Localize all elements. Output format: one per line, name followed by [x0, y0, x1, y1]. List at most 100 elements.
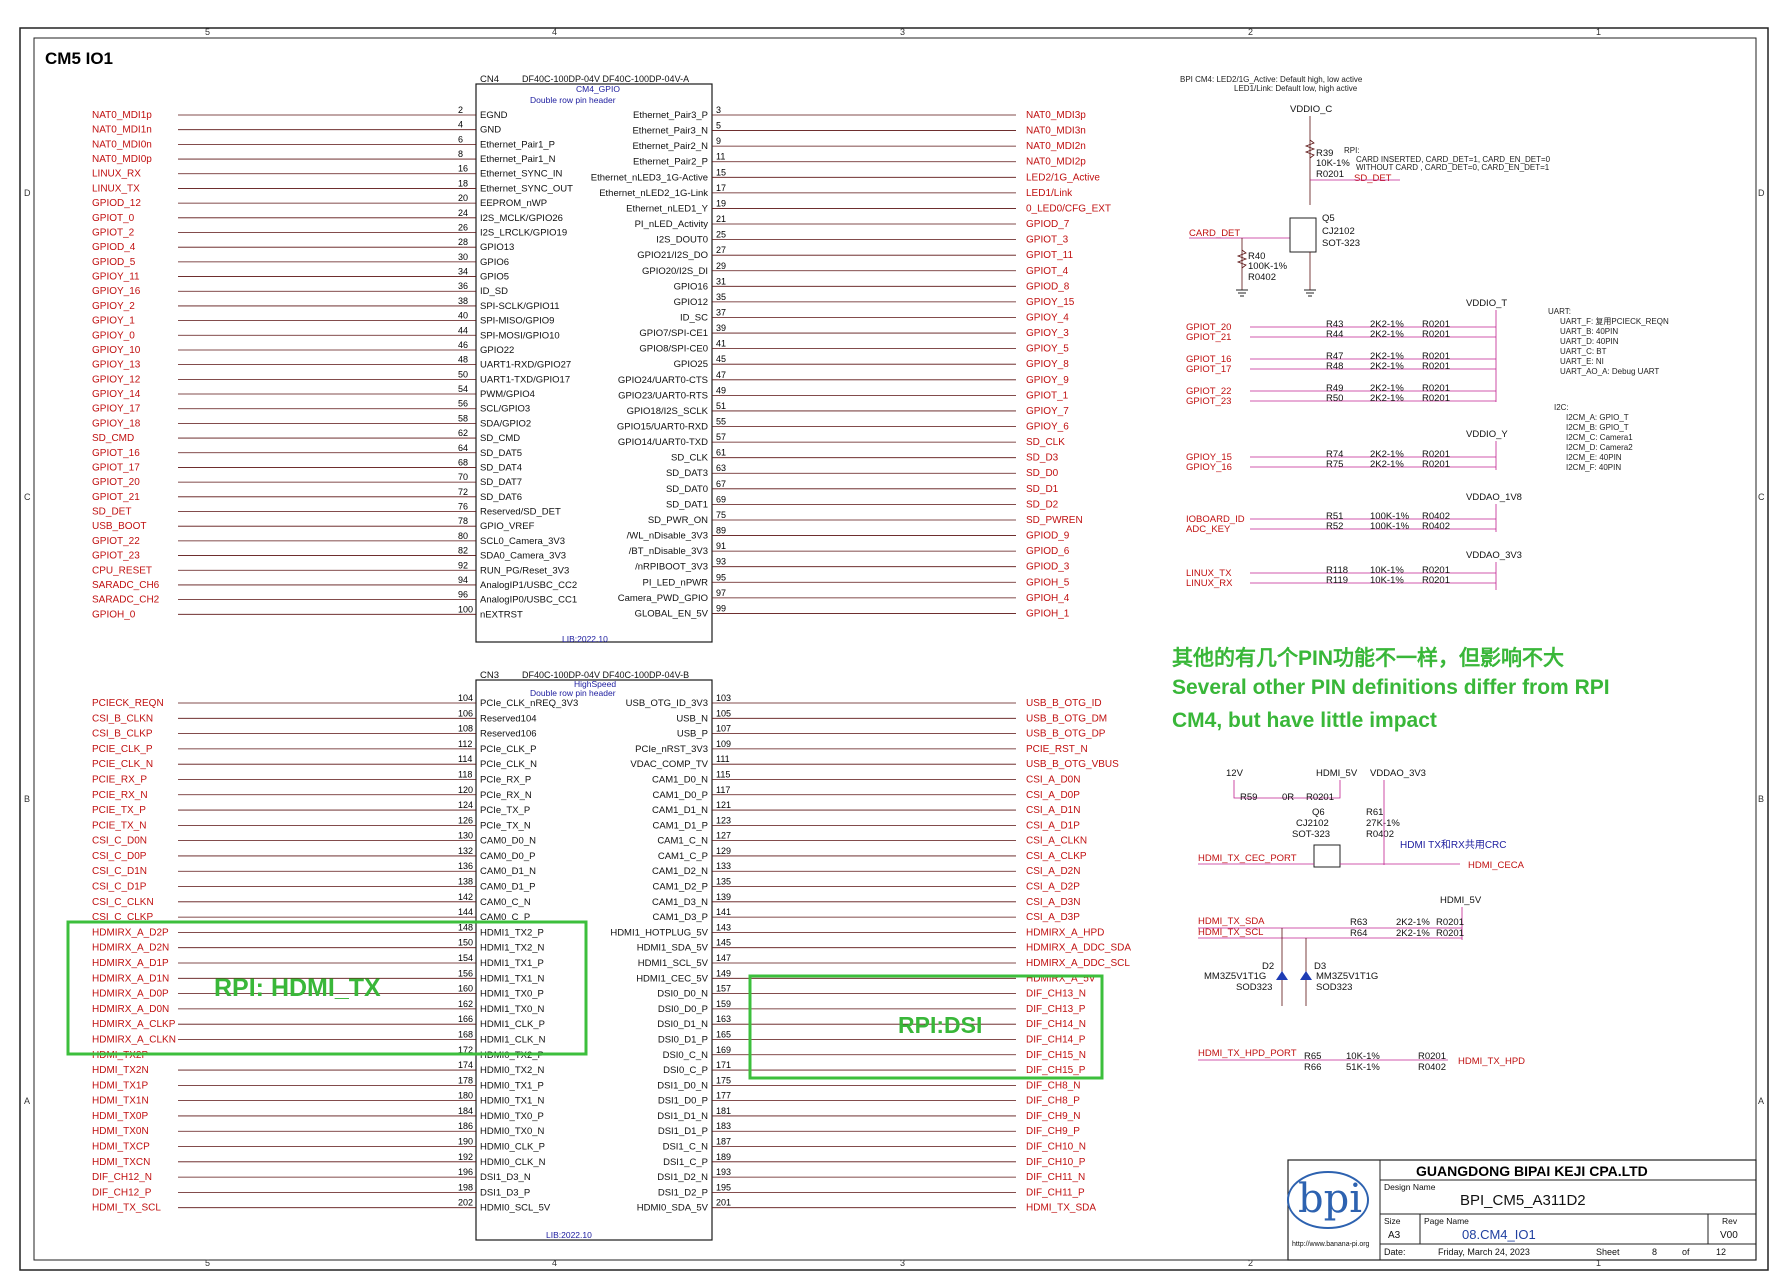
cn-right-signal: GPIOY_4 — [1026, 312, 1069, 323]
cn-left-function: SPI-MOSI/GPIO10 — [480, 330, 560, 341]
pullup-ref: R49 — [1326, 383, 1343, 394]
cn-left-function: SDA0_Camera_3V3 — [480, 551, 566, 562]
cn-left-pin: 156 — [458, 968, 473, 978]
cn-left-pin: 160 — [458, 984, 473, 994]
hpd-out-net: HDMI_TX_HPD — [1458, 1056, 1525, 1067]
cn-left-function: SD_DAT5 — [480, 448, 522, 459]
cn-left-pin: 106 — [458, 708, 473, 718]
cn-left-signal: CSI_C_D0N — [92, 836, 147, 847]
grid-row-left-A: A — [24, 1096, 30, 1106]
r66-value: 51K-1% — [1346, 1062, 1380, 1073]
grid-row-left-C: C — [24, 492, 31, 502]
cn-right-signal: GPIOH_1 — [1026, 608, 1070, 619]
cn-right-pin: 41 — [716, 339, 726, 349]
r40-resistor — [1236, 249, 1248, 269]
grid-col-bottom-1: 1 — [1596, 1258, 1601, 1268]
ddc-scl-net: HDMI_TX_SCL — [1198, 927, 1263, 938]
cn-left-pin: 58 — [458, 413, 468, 423]
d3-part: MM3Z5V1T1G — [1316, 971, 1378, 982]
cn-right-pin: 51 — [716, 401, 726, 411]
uart-note-line: UART_C: BT — [1560, 347, 1607, 356]
sheet-title: CM5 IO1 — [45, 49, 113, 68]
cn-right-function: PCIe_nRST_3V3 — [635, 744, 708, 755]
cn-right-pin: 93 — [716, 557, 726, 567]
cn-left-function: CAM0_C_P — [480, 912, 530, 923]
q6-package: SOT-323 — [1292, 829, 1330, 840]
pullup-net: GPIOY_15 — [1186, 452, 1232, 463]
sheet-total: 12 — [1716, 1247, 1726, 1257]
r61-value: 27K-1% — [1366, 818, 1400, 829]
cn-left-pin: 94 — [458, 575, 468, 585]
d2-package: SOD323 — [1236, 982, 1272, 993]
cn-right-function: I2S_DOUT0 — [656, 235, 708, 246]
cec-12v-label: 12V — [1226, 768, 1244, 779]
cn-right-pin: 133 — [716, 861, 731, 871]
cn-left-function: PCIe_CLK_nREQ_3V3 — [480, 698, 578, 709]
ddc-sda-net: HDMI_TX_SDA — [1198, 916, 1265, 927]
cn-right-function: Ethernet_Pair2_N — [632, 141, 708, 152]
cn-left-pin: 34 — [458, 267, 468, 277]
cn-left-pin: 162 — [458, 999, 473, 1009]
d2-diode — [1276, 971, 1288, 980]
cn-right-signal: USB_B_OTG_DM — [1026, 713, 1107, 724]
cn-right-pin: 25 — [716, 230, 726, 240]
cn-right-function: GLOBAL_EN_5V — [635, 608, 709, 619]
cn-left-signal: GPIOT_21 — [92, 492, 140, 503]
cn-left-signal: NAT0_MDI1p — [92, 110, 152, 121]
grid-col-top-4: 4 — [552, 27, 557, 37]
cn-left-signal: CSI_B_CLKN — [92, 713, 153, 724]
cn-right-signal: GPIOH_4 — [1026, 593, 1070, 604]
cn-right-function: USB_OTG_ID_3V3 — [626, 698, 708, 709]
vddao-3v3-label: VDDAO_3V3 — [1466, 550, 1522, 561]
cn-right-signal: DIF_CH13_P — [1026, 1004, 1086, 1015]
pullup-net: GPIOT_16 — [1186, 354, 1231, 365]
note-chinese: 其他的有几个PIN功能不一样，但影响不大 — [1172, 646, 1564, 670]
cn-right-pin: 63 — [716, 463, 726, 473]
size-label: Size — [1384, 1216, 1401, 1226]
cn-left-pin: 112 — [458, 739, 472, 749]
note-english-2: CM4, but have little impact — [1172, 709, 1437, 732]
cn-right-function: USB_P — [677, 729, 708, 740]
cn-right-signal: DIF_CH15_P — [1026, 1065, 1086, 1076]
ddc-hdmi5v-label: HDMI_5V — [1440, 895, 1482, 906]
pullup-value: 2K2-1% — [1370, 459, 1404, 470]
cn-right-pin: 19 — [716, 198, 726, 208]
pullup-net: IOBOARD_ID — [1186, 514, 1245, 525]
pullup-value: 2K2-1% — [1370, 449, 1404, 460]
cn-right-signal: HDMIRX_A_HPD — [1026, 927, 1104, 938]
cn-right-signal: GPIOY_6 — [1026, 422, 1069, 433]
grid-col-bottom-2: 2 — [1248, 1258, 1253, 1268]
date-label: Date: — [1384, 1247, 1406, 1257]
cn-left-pin: 44 — [458, 325, 468, 335]
r64-ref: R64 — [1350, 928, 1367, 939]
cn-left-pin: 82 — [458, 546, 468, 556]
rev-label: Rev — [1722, 1216, 1738, 1226]
cn-right-function: SD_DAT1 — [666, 499, 708, 510]
cn-left-signal: CSI_C_CLKN — [92, 897, 154, 908]
pullup-package: R0201 — [1422, 575, 1450, 586]
cn-left-signal: PCIE_CLK_N — [92, 759, 153, 770]
cn-right-signal: GPIOD_6 — [1026, 546, 1070, 557]
uart-note-line: UART_E: NI — [1560, 357, 1604, 366]
cn-left-function: Ethernet_Pair1_P — [480, 139, 555, 150]
q6-part: CJ2102 — [1296, 818, 1329, 829]
cn-left-function: DSI1_D3_P — [480, 1187, 530, 1198]
r66-ref: R66 — [1304, 1062, 1321, 1073]
pullup-net: GPIOT_20 — [1186, 322, 1231, 333]
cn-left-signal: CSI_B_CLKP — [92, 729, 153, 740]
r59-package: R0201 — [1306, 792, 1334, 803]
cn-right-signal: GPIOY_15 — [1026, 297, 1075, 308]
vddao-1v8-label: VDDAO_1V8 — [1466, 492, 1522, 503]
cn-left-pin: 20 — [458, 193, 468, 203]
cn-right-pin: 39 — [716, 323, 726, 333]
q6-ref: Q6 — [1312, 807, 1325, 818]
cn-right-pin: 29 — [716, 261, 726, 271]
uart-note-line: UART_B: 40PIN — [1560, 327, 1618, 336]
cn-left-signal: HDMIRX_A_D1P — [92, 958, 169, 969]
cn-left-function: HDMI1_TX0_P — [480, 989, 544, 1000]
cn-left-signal: NAT0_MDI1n — [92, 125, 152, 136]
q5-ground-symbol — [1304, 289, 1316, 297]
cn-left-function: AnalogIP1/USBC_CC2 — [480, 580, 577, 591]
cn-right-signal: GPIOT_4 — [1026, 266, 1069, 277]
